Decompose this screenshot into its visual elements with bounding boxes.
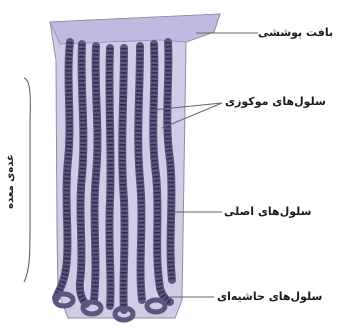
tube-outer-right	[167, 42, 172, 280]
tissue-body	[50, 14, 220, 318]
gland-bracket	[24, 78, 30, 282]
label-parietal-cells: سلول‌های حاشیه‌ای	[217, 290, 322, 303]
surface-band	[50, 14, 220, 44]
label-gastric-gland-wrap: غده‌ی معده	[2, 126, 18, 236]
tube-left-mid	[94, 46, 97, 300]
label-chief-cells: سلول‌های اصلی	[224, 205, 311, 218]
tube-center-r	[122, 48, 124, 310]
label-covering-tissue: بافت پوششی	[258, 26, 333, 39]
label-mucous-cells: سلول‌های موکوزی	[225, 95, 326, 108]
tube-right-mid	[138, 46, 142, 300]
label-gastric-gland: غده‌ی معده	[5, 154, 16, 209]
